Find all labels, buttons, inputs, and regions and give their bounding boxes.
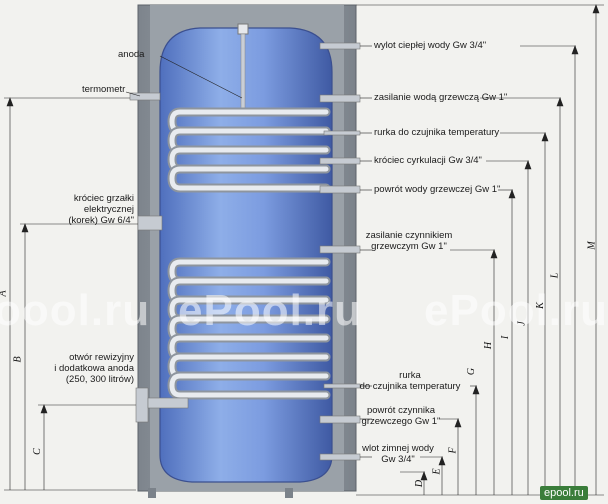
label-wlot: wlot zimnej wody Gw 3/4" bbox=[352, 443, 444, 465]
watermark-1: oool.ru bbox=[0, 286, 151, 335]
leader-lines bbox=[125, 45, 372, 458]
upper-coil bbox=[167, 107, 331, 193]
label-otwor-rewizyjny: otwór rewizyjny i dodatkowa anoda (250, … bbox=[40, 352, 134, 385]
dim-I: I bbox=[500, 335, 512, 340]
label-otwor-line1: otwór rewizyjny bbox=[69, 352, 134, 363]
lower-coil-turn-highlight bbox=[169, 373, 329, 398]
pipe-zasilanie-woda bbox=[319, 94, 361, 103]
label-anoda: anoda bbox=[118, 49, 145, 60]
label-rurka-dolna-line1: rurka bbox=[399, 370, 421, 381]
label-rurka-dolna: rurka do czujnika temperatury bbox=[348, 370, 472, 392]
inspection-flange bbox=[135, 387, 149, 423]
label-otwor-line2: i dodatkowa anoda bbox=[54, 363, 134, 374]
dim-F: F bbox=[447, 447, 459, 454]
watermark-2: ePool.ru bbox=[178, 286, 363, 335]
dim-C: C bbox=[31, 448, 43, 455]
dim-G: G bbox=[466, 367, 478, 376]
dim-L: L bbox=[549, 272, 561, 279]
site-logo: epool.ru bbox=[540, 486, 588, 500]
lower-coil bbox=[167, 257, 331, 400]
pipes-right bbox=[319, 42, 361, 461]
label-krociec-grzalki: króciec grzałki elektrycznej (korek) Gw … bbox=[50, 193, 134, 226]
label-powrot-czynnika-line2: grzewczego Gw 1" bbox=[361, 416, 441, 427]
label-krociec-cyrkulacji: króciec cyrkulacji Gw 3/4" bbox=[374, 155, 482, 166]
label-wlot-line2: Gw 3/4" bbox=[381, 454, 415, 465]
dim-M: M bbox=[586, 241, 598, 250]
upper-coil-turn-highlight bbox=[169, 166, 329, 191]
dim-E: E bbox=[431, 468, 443, 475]
thermometer-fitting bbox=[129, 92, 161, 101]
label-wylot: wylot ciepłej wody Gw 3/4" bbox=[374, 40, 487, 51]
dim-J: J bbox=[516, 321, 528, 326]
label-powrot-wody: powrót wody grzewczej Gw 1" bbox=[374, 184, 501, 195]
label-termometr: termometr bbox=[82, 84, 126, 95]
dim-A: A bbox=[0, 290, 9, 296]
label-krociec-grzalki-line1: króciec grzałki bbox=[73, 193, 134, 204]
label-powrot-czynnika-line1: powrót czynnika bbox=[366, 405, 436, 416]
pipe-powrot-wody bbox=[319, 185, 361, 194]
inner-tank bbox=[159, 27, 333, 483]
dim-H: H bbox=[483, 341, 495, 350]
label-rurka-gorna: rurka do czujnika temperatury bbox=[374, 127, 500, 138]
label-powrot-czynnika: powrót czynnika grzewczego Gw 1" bbox=[354, 405, 448, 427]
label-zasilanie-woda: zasilanie wodą grzewczą Gw 1" bbox=[374, 92, 508, 103]
pipe-wylot bbox=[319, 42, 361, 50]
dim-D: D bbox=[414, 479, 426, 488]
pipe-rurka-gorna bbox=[323, 130, 361, 136]
label-krociec-grzalki-line2: elektrycznej bbox=[83, 204, 134, 215]
label-zasilanie-czynnikiem: zasilanie czynnikiem grzewczym Gw 1" bbox=[354, 230, 464, 252]
label-krociec-grzalki-line3: (korek) Gw 6/4" bbox=[68, 215, 134, 226]
pipe-powrot-czynnika bbox=[319, 415, 361, 424]
fittings-left bbox=[129, 92, 189, 423]
label-otwor-line3: (250, 300 litrów) bbox=[65, 374, 134, 385]
pipe-cyrkulacja bbox=[319, 157, 361, 165]
dimension-lines-right bbox=[356, 4, 604, 496]
heater-socket bbox=[137, 215, 163, 231]
watermark-3: ePool.ru bbox=[424, 286, 608, 335]
dimension-lines-left bbox=[4, 97, 138, 491]
label-wlot-line1: wlot zimnej wody bbox=[362, 443, 434, 454]
label-rurka-dolna-line2: do czujnika temperatury bbox=[359, 381, 461, 392]
label-zasilanie-czynnikiem-line2: grzewczym Gw 1" bbox=[371, 241, 447, 252]
label-zasilanie-czynnikiem-line1: zasilanie czynnikiem bbox=[365, 230, 453, 241]
inspection-opening bbox=[147, 397, 189, 409]
dim-K: K bbox=[534, 302, 546, 309]
dim-B: B bbox=[12, 356, 24, 363]
pipe-zasilanie-czynnik bbox=[319, 245, 361, 254]
